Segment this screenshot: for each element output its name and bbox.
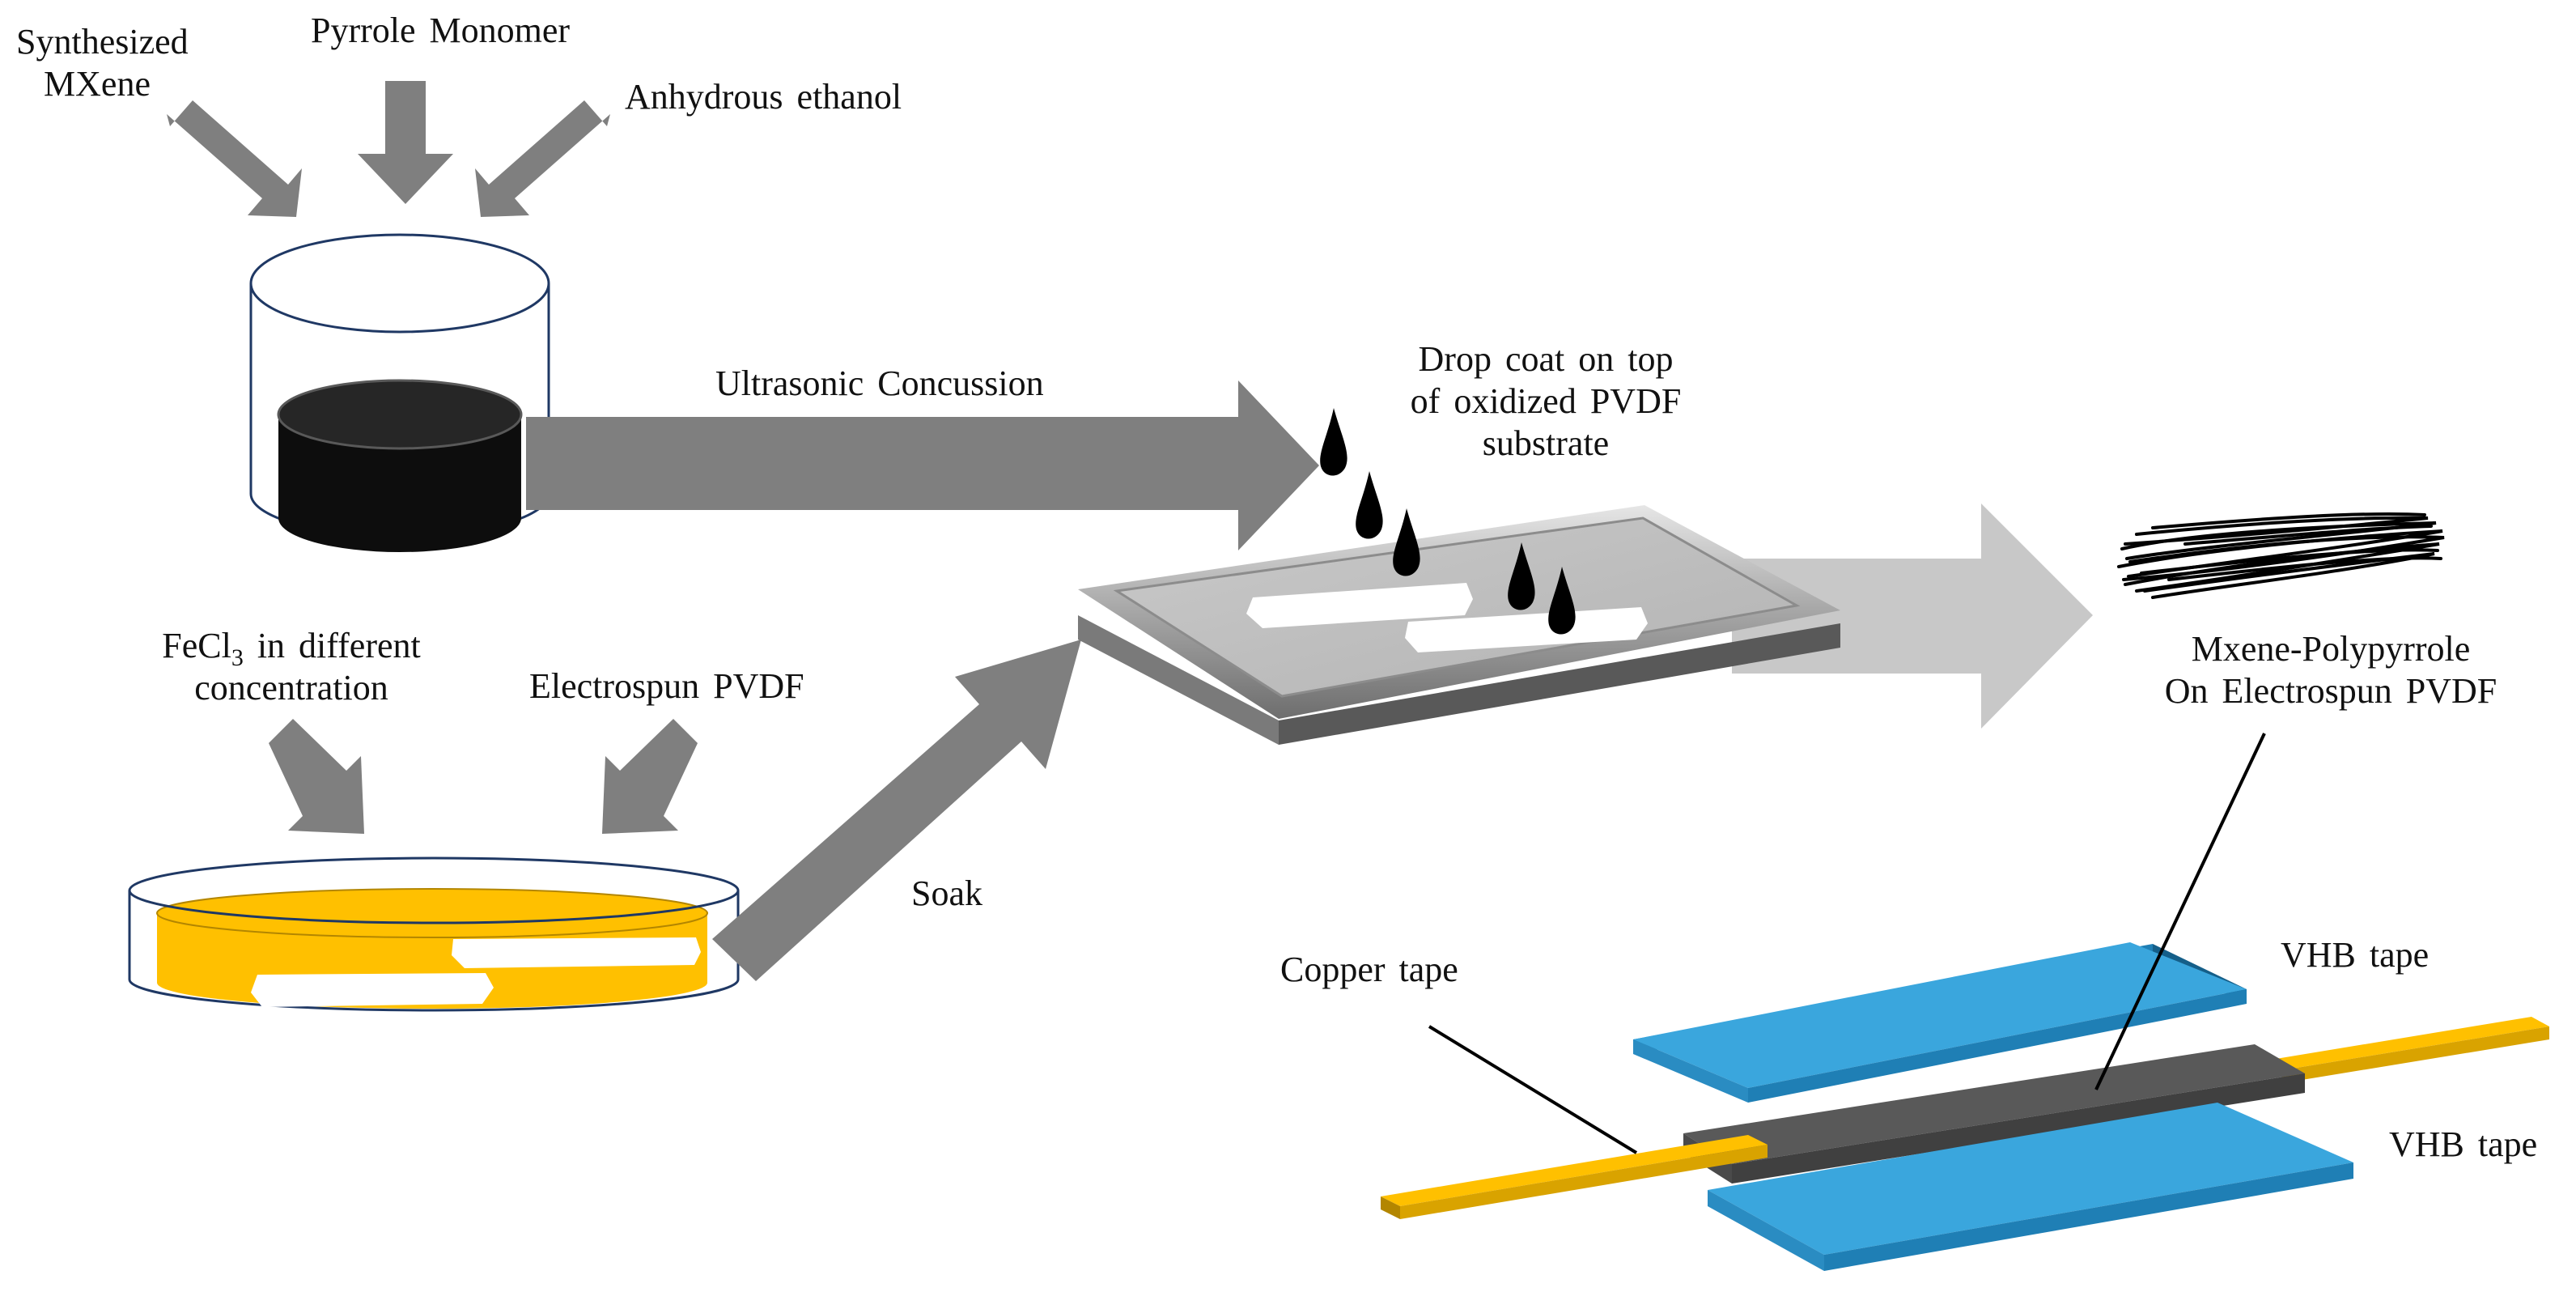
arrow-ultrasonic <box>526 380 1319 550</box>
label-vhb-tape-top: VHB tape <box>2281 935 2430 975</box>
fecl3-petri-dish <box>128 856 740 1012</box>
arrow-pyrrole-to-beaker <box>358 81 453 204</box>
arrow-fecl3-to-dish <box>269 719 364 834</box>
copper-tape-right <box>2266 1017 2549 1083</box>
leader-copper-tape <box>1428 1025 1638 1154</box>
sensor-assembly <box>1381 942 2549 1271</box>
label-fecl3-suffix: in different <box>243 626 421 665</box>
label-product: Mxene-Polypyrrole On Electrospun PVDF <box>2104 628 2557 712</box>
label-anhydrous-ethanol: Anhydrous ethanol <box>625 77 902 117</box>
label-product-line2: On Electrospun PVDF <box>2164 671 2497 711</box>
vhb-tape-bottom <box>1708 1103 2353 1271</box>
arrow-soak <box>712 640 1081 981</box>
label-fecl3-prefix: FeCl <box>162 626 231 665</box>
label-product-line1: Mxene-Polypyrrole <box>2191 629 2471 669</box>
label-synthesized-mxene: Synthesized MXene <box>16 21 189 105</box>
drops <box>1320 408 1576 635</box>
label-ultrasonic-concussion: Ultrasonic Concussion <box>715 363 1044 403</box>
label-fecl3-line2: concentration <box>194 668 388 708</box>
label-copper-tape: Copper tape <box>1280 950 1458 989</box>
leader-lines <box>1428 733 2266 1154</box>
arrow-pvdf-to-dish <box>602 719 698 834</box>
vhb-tape-top <box>1633 942 2247 1103</box>
label-fecl3-subscript: 3 <box>231 644 244 671</box>
leader-product <box>2094 733 2266 1090</box>
arrow-ethanol-to-beaker <box>475 100 610 217</box>
label-drop-coat: Drop coat on top of oxidized PVDF substr… <box>1376 338 1716 465</box>
coated-fiber-scribble <box>2117 512 2445 599</box>
label-fecl3-line1: FeCl3 in different <box>113 625 469 670</box>
label-drop-coat-line3: substrate <box>1482 423 1610 463</box>
label-pyrrole-monomer: Pyrrole Monomer <box>311 11 571 50</box>
pvdf-tray <box>1078 505 1840 745</box>
arrow-mxene-to-beaker <box>167 100 302 217</box>
arrow-to-product <box>1732 504 2093 729</box>
copper-tape-left <box>1381 1135 1768 1219</box>
mxene-beaker <box>249 233 550 552</box>
label-vhb-tape-bottom: VHB tape <box>2389 1124 2538 1164</box>
label-synthesized-mxene-line2: MXene <box>44 64 151 104</box>
label-drop-coat-line2: of oxidized PVDF <box>1410 381 1682 421</box>
label-electrospun-pvdf: Electrospun PVDF <box>529 666 804 706</box>
label-soak: Soak <box>911 873 982 913</box>
label-synthesized-mxene-line1: Synthesized <box>16 22 189 62</box>
label-drop-coat-line1: Drop coat on top <box>1418 339 1674 379</box>
label-fecl3: FeCl3 in different concentration <box>113 625 469 709</box>
